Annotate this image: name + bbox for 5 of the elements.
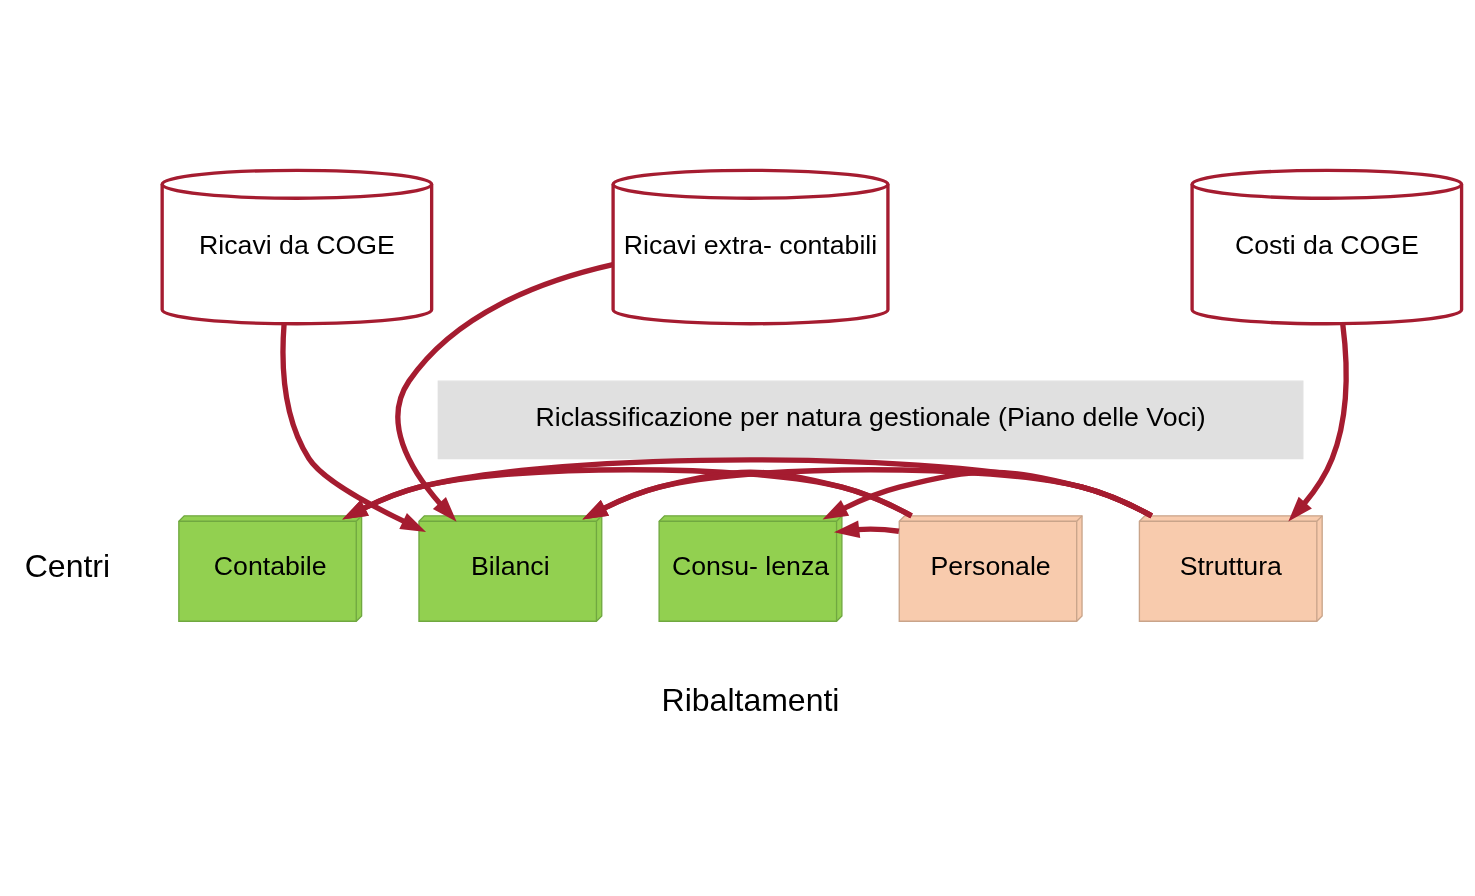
label: Ribaltamenti bbox=[661, 681, 840, 718]
label: Centri bbox=[24, 547, 111, 584]
arrow bbox=[833, 519, 900, 538]
arrow bbox=[280, 323, 427, 532]
node-box: Riclassificazione per natura gestionale (Piano delle Voci) bbox=[437, 379, 1304, 459]
